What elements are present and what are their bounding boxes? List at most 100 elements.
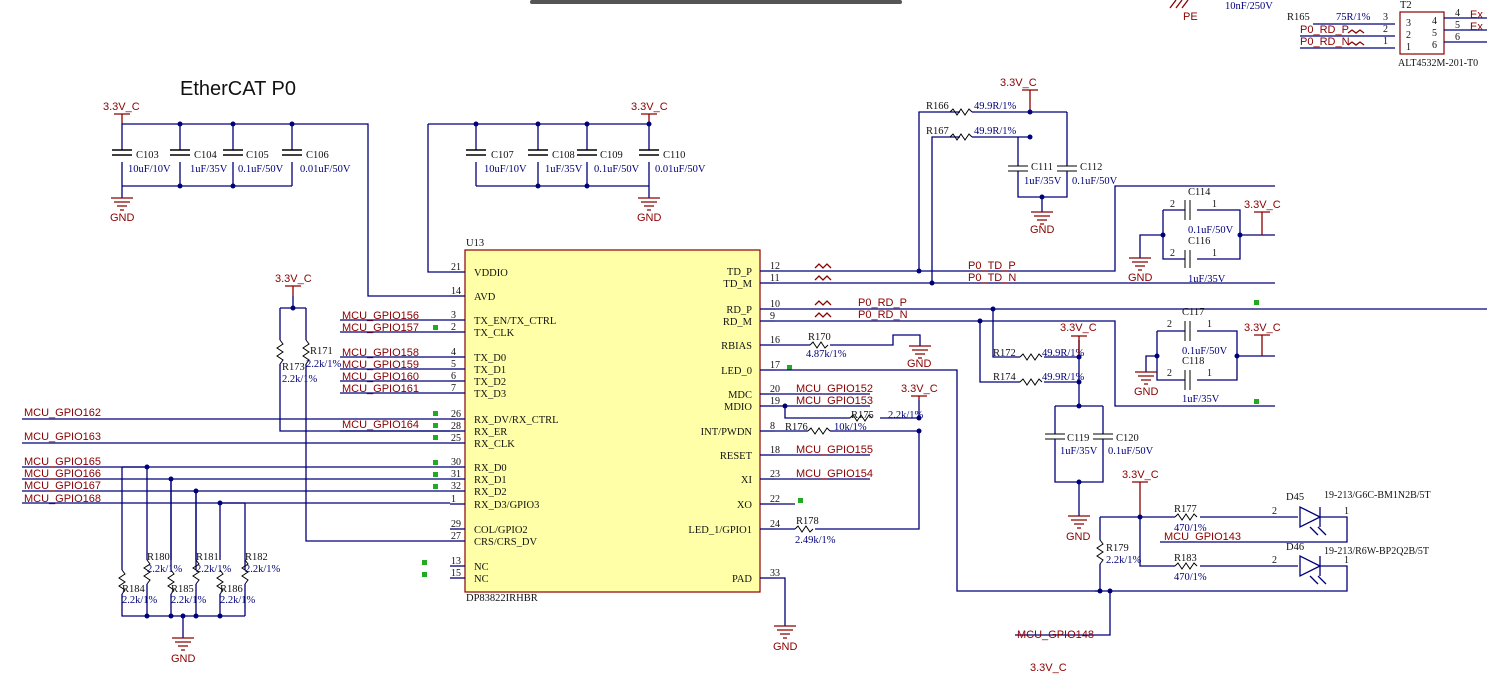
cap-ref: C107 [491,150,514,161]
transformer-t2 [1399,11,1445,55]
res-ref: R175 [851,410,874,421]
scrollbar-fragment[interactable] [530,0,902,4]
pin-name: TX_D3 [474,389,506,400]
res-value: 2.2k/1% [122,595,158,606]
power-label: 3.3V_C [631,101,668,113]
res-value: 4.87k/1% [806,349,847,360]
svg-text:2: 2 [1383,24,1388,35]
pin-number: 18 [770,445,780,456]
pin-name: LED_1/GPIO1 [688,525,752,536]
cap-value: 0.01uF/50V [300,164,351,175]
res-ref: R181 [196,552,219,563]
pin-name: RD_P [726,305,752,316]
res-ref: R177 [1174,504,1197,515]
svg-text:1: 1 [1344,555,1349,566]
net-label: MCU_GPIO162 [24,407,101,419]
res-value: 2.2k/1% [147,564,183,575]
svg-text:6: 6 [1455,32,1460,43]
pin-number: 4 [451,347,456,358]
pin-number: 16 [770,335,780,346]
ground-label: GND [171,653,196,665]
power-label: 3.3V_C [1244,199,1281,211]
pin-number: 32 [451,481,461,492]
res-value: 10k/1% [834,422,867,433]
pin-name: MDIO [724,402,752,413]
net-label: MCU_GPIO165 [24,456,101,468]
res-value: 2.49k/1% [795,535,836,546]
power-label: 3.3V_C [1030,662,1067,674]
res-ref: R182 [245,552,268,563]
res-value: 49.9R/1% [974,126,1017,137]
page-title: EtherCAT P0 [180,78,296,100]
power-label: 3.3V_C [1060,322,1097,334]
t2-rd-p-label: P0_RD_P [1300,24,1349,36]
svg-text:6: 6 [1432,40,1437,51]
cap-ref: C119 [1067,433,1089,444]
cap-value: 1uF/35V [190,164,228,175]
pin-number: 26 [451,409,461,420]
pin-name: NC [474,574,489,585]
pin-number: 24 [770,519,780,530]
cap-ref: C111 [1031,162,1053,173]
res-value: 2.2k/1% [196,564,232,575]
res-ref: R174 [993,372,1017,383]
pin-name: VDDIO [474,268,508,279]
cap-ref: C118 [1182,356,1204,367]
res-ref: R185 [171,584,194,595]
pin-number: 30 [451,457,461,468]
svg-text:1: 1 [1212,248,1217,259]
res-ref: R172 [993,348,1016,359]
pin-number: 3 [451,310,456,321]
pin-name: PAD [732,574,752,585]
svg-text:2: 2 [1167,368,1172,379]
svg-text:2: 2 [1167,319,1172,330]
pin-number: 17 [770,360,780,371]
cap-ref: C106 [306,150,329,161]
pin-name: COL/GPIO2 [474,525,528,536]
net-label: P0_RD_N [858,309,908,321]
net-label: MCU_GPIO155 [796,444,873,456]
pin-number: 29 [451,519,461,530]
cap-ref: C104 [194,150,218,161]
net-label: MCU_GPIO158 [342,347,419,359]
res-value: 470/1% [1174,572,1207,583]
net-label: MCU_GPIO160 [342,371,419,383]
pin-number: 22 [770,494,780,505]
res-ref: R173 [282,362,305,373]
pin-name: LED_0 [721,366,752,377]
pin-name: TX_CLK [474,328,515,339]
res-ref: R178 [796,516,819,527]
power-label: 3.3V_C [1244,322,1281,334]
pin-name: RD_M [723,317,753,328]
cap-value: 0.1uF/50V [1188,225,1234,236]
ground-label: GND [907,358,932,370]
cap-value: 1uF/35V [1060,446,1098,457]
cap-ref: C116 [1188,236,1210,247]
net-label: MCU_GPIO164 [342,419,419,431]
cap-value: 10uF/10V [484,164,527,175]
pin-number: 12 [770,261,780,272]
net-label: MCU_GPIO166 [24,468,101,480]
pin-name: TX_D2 [474,377,506,388]
pin-name: RX_D1 [474,475,507,486]
pin-name: RX_D2 [474,487,507,498]
res-ref: R176 [785,422,808,433]
led-part: 19-213/R6W-BP2Q2B/5T [1324,546,1429,557]
pin-number: 7 [451,383,456,394]
svg-text:3: 3 [1383,12,1388,23]
res-value: 470/1% [1174,523,1207,534]
net-label: MCU_GPIO167 [24,480,101,492]
pin-name: TX_EN/TX_CTRL [474,316,556,327]
cap-ref: C105 [246,150,269,161]
cap-value: 0.1uF/50V [1108,446,1154,457]
r165-value: 75R/1% [1336,12,1371,23]
svg-text:1: 1 [1383,36,1388,47]
res-value: 2.2k/1% [306,359,342,370]
pin-name: TD_M [723,279,752,290]
cap-ref: C109 [600,150,623,161]
res-value: 2.2k/1% [171,595,207,606]
led-part: 19-213/G6C-BM1N2B/5T [1324,490,1431,501]
net-label: MCU_GPIO168 [24,493,101,505]
net-label: MCU_GPIO152 [796,383,873,395]
